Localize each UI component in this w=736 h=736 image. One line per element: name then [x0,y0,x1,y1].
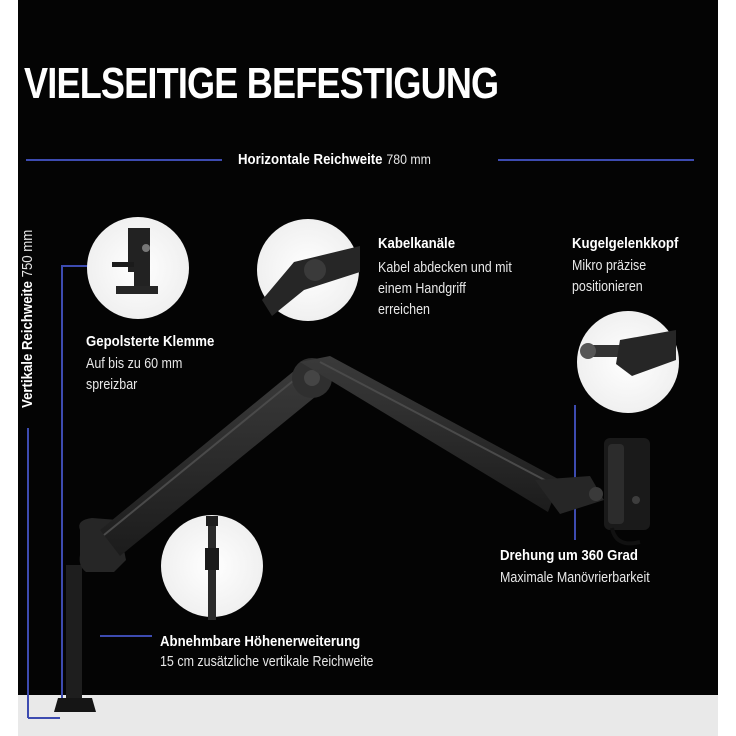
ballhead-feature-title: Kugelgelenkkopf [572,235,679,252]
vertical-reach-label: Vertikale Reichweite 750 mm [19,229,36,408]
vertical-reach-title: Vertikale Reichweite [19,281,36,408]
vertical-dimension-line [27,428,60,719]
ballhead-detail-circle [577,311,679,413]
horizontal-reach-title: Horizontale Reichweite [238,151,383,168]
rotation-feature-text: Maximale Manövrierbarkeit [500,570,650,586]
microphone-cable [610,527,641,546]
page-title: VIELSEITIGE BEFESTIGUNG [24,59,499,108]
clamp-detail-circle [87,217,189,319]
extension-feature-title: Abnehmbare Höhenerweiterung [160,633,361,650]
ballhead-feature-text: Mikro präzise positionieren [572,258,647,295]
lower-arm [100,366,326,556]
extension-feature-text: 15 cm zusätzliche vertikale Reichweite [160,654,374,670]
vertical-reach-value: 750 mm [19,229,36,278]
horizontal-reach-value: 780 mm [386,151,431,167]
arm-head [535,476,604,514]
microphone-arm [54,356,650,712]
cable-feature-title: Kabelkanäle [378,235,456,252]
cable-feature-text: Kabel abdecken und mit einem Handgriff e… [378,260,512,318]
extension-detail-circle [161,515,263,620]
leader-clamp [61,265,92,700]
desk-surface [18,695,718,736]
cable-detail-circle [257,219,360,321]
base-pole [66,565,82,700]
rotation-feature-title: Drehung um 360 Grad [500,547,638,564]
clamp-feature-title: Gepolsterte Klemme [86,333,215,350]
clamp-feature-text: Auf bis zu 60 mm spreizbar [86,356,183,393]
horizontal-reach-label: Horizontale Reichweite 780 mm [238,152,431,168]
base-foot [54,698,96,712]
callout-lines [61,265,576,700]
upper-arm [300,356,560,512]
